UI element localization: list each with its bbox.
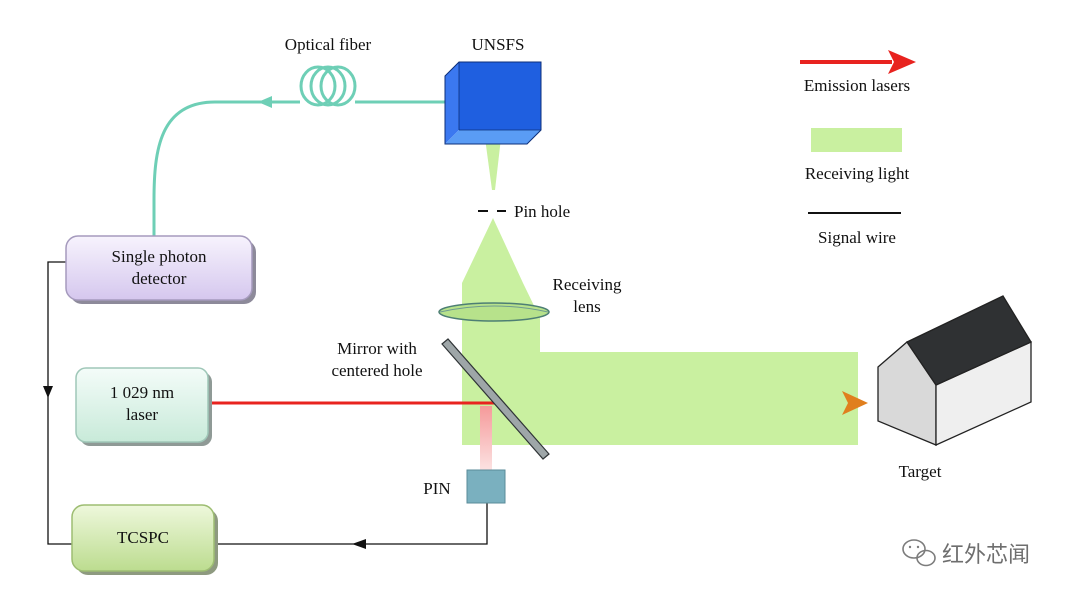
signal-arrow-down	[43, 386, 53, 398]
pin-hole-label: Pin hole	[514, 202, 570, 221]
emission-laser-arrowhead	[842, 391, 868, 415]
unsfs-label: UNSFS	[472, 35, 525, 54]
receiving-beam-cone	[462, 218, 540, 355]
laser-box: 1 029 nm laser	[75, 367, 212, 446]
fiber-direction-arrow	[258, 96, 272, 108]
receiving-lens-label-line2: lens	[573, 297, 600, 316]
optical-fiber	[152, 65, 447, 236]
pin-sample-beam	[480, 406, 492, 470]
mirror-label-line2: centered hole	[331, 361, 422, 380]
optical-fiber-label: Optical fiber	[285, 35, 372, 54]
watermark: 红外芯闻	[902, 539, 1030, 568]
legend: Emission lasers Receiving light Signal w…	[800, 50, 916, 247]
signal-arrow-left	[352, 539, 366, 549]
laser-label-line2: laser	[126, 405, 158, 424]
legend-signal-label: Signal wire	[818, 228, 896, 247]
receiving-lens	[438, 302, 550, 322]
receiving-lens-label-line1: Receiving	[553, 275, 622, 294]
detector-label-line2: detector	[132, 269, 187, 288]
signal-wires	[47, 261, 488, 545]
tcspc-label: TCSPC	[117, 528, 169, 547]
legend-receiving-swatch	[811, 128, 902, 152]
wechat-icon	[902, 539, 936, 567]
detector-label-line1: Single photon	[112, 247, 207, 266]
receiving-light-path	[462, 138, 858, 445]
legend-receiving-label: Receiving light	[805, 164, 910, 183]
pin-label: PIN	[423, 479, 450, 498]
target-label: Target	[899, 462, 942, 481]
watermark-text: 红外芯闻	[942, 543, 1030, 568]
legend-emission-label: Emission lasers	[804, 76, 910, 95]
target-house	[877, 295, 1032, 447]
mirror-with-centered-hole	[441, 338, 550, 460]
tcspc-box: TCSPC	[71, 504, 218, 575]
pin-box	[466, 469, 506, 504]
receiving-beam-upper	[485, 138, 501, 190]
single-photon-detector-box: Single photon detector	[65, 235, 256, 304]
laser-label-line1: 1 029 nm	[110, 383, 174, 402]
mirror-label-line1: Mirror with	[337, 339, 417, 358]
unsfs-cube	[444, 61, 542, 145]
legend-emission-arrowhead	[888, 50, 916, 74]
